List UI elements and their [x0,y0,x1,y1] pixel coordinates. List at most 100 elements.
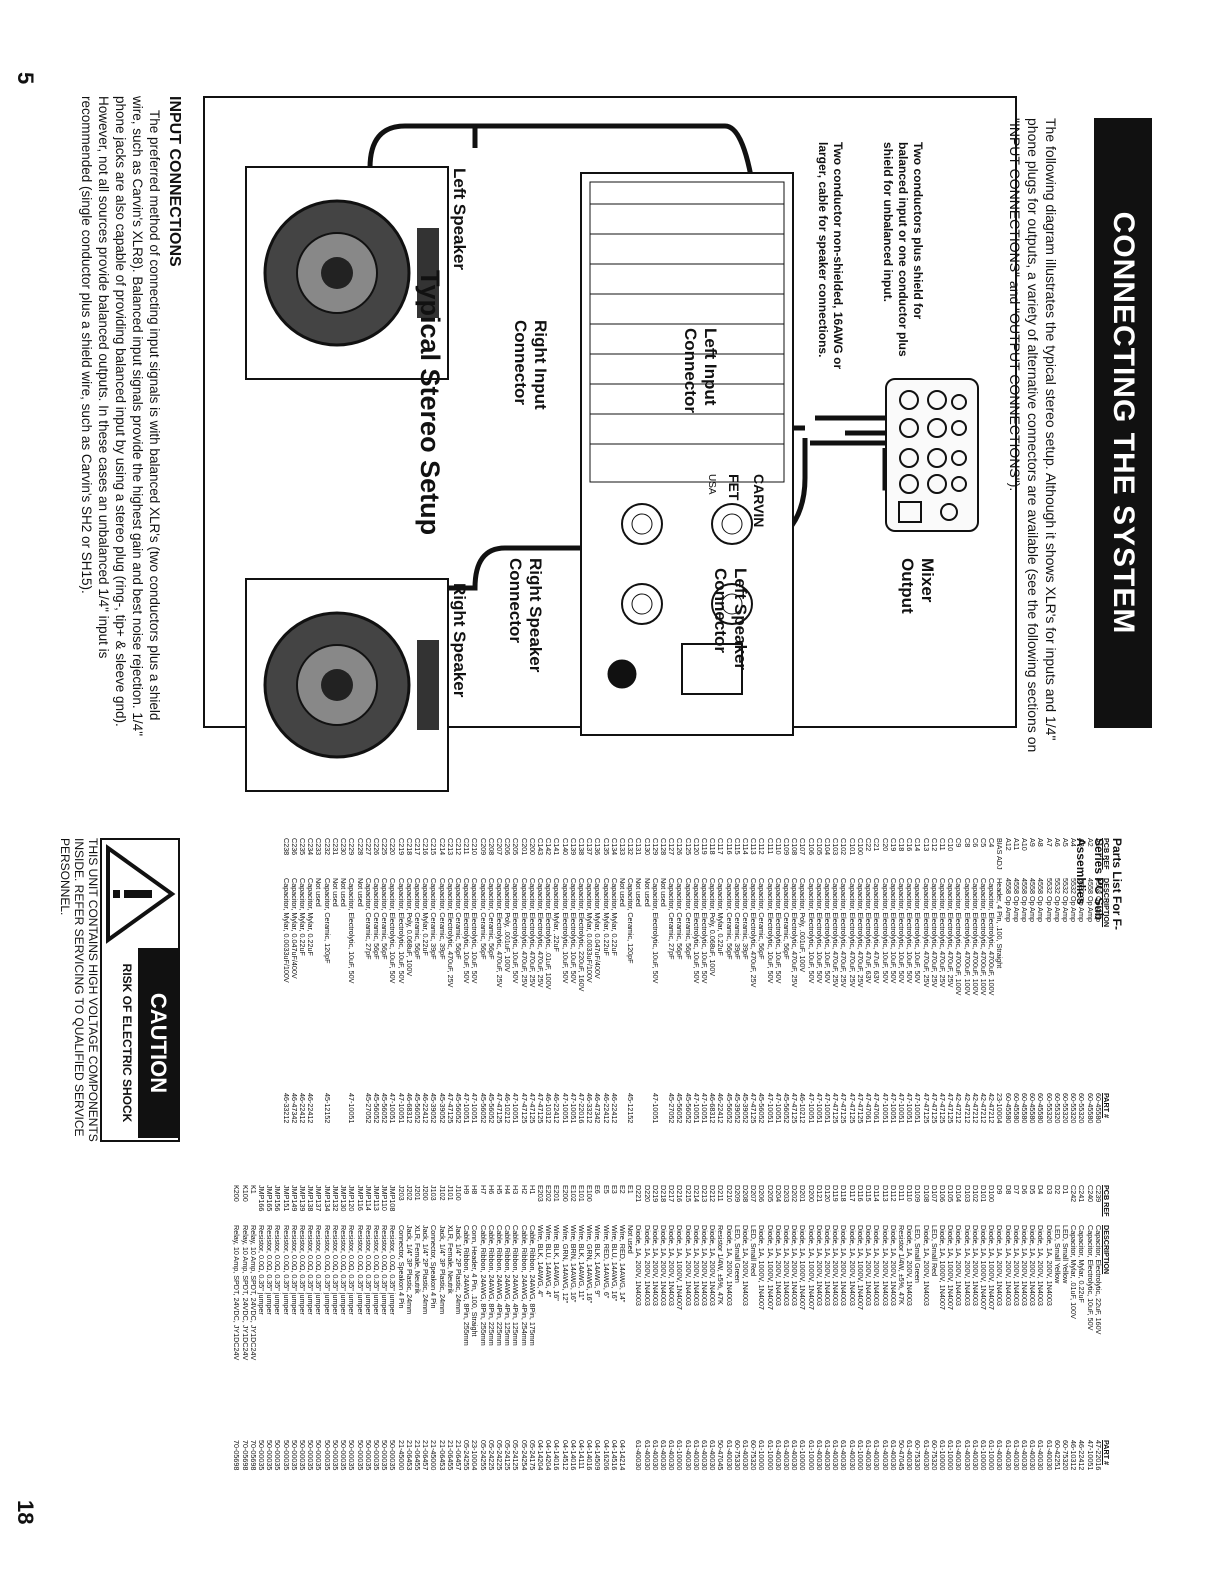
part-number: 50-00035 [306,1440,316,1471]
part-ref: JMP165 [265,1185,275,1212]
part-description: Header, 4 Pin, .100, Straight [995,878,1004,969]
part-number: 45-56052 [478,1093,488,1124]
part-description: Diode, 1A, 200V, 1N4003 [872,1225,881,1306]
diagram-frame: CARVIN FET USA Mixer Output Left Input C… [203,96,1017,792]
part-description: Capacitor, Electrolytic, 10uF, 50V [700,878,709,984]
part-ref: C208 [486,838,496,856]
part-ref: JMP113 [371,1185,381,1211]
part-number: 50-00035 [363,1440,373,1471]
part-ref: D1 [1060,1185,1070,1195]
part-description: Capacitor, Ceramic, 120pF [322,878,331,964]
part-ref: E3 [609,1185,619,1194]
part-number: 21-06453 [437,1440,447,1471]
part-description: Capacitor, Poly, 0.068uF, 100V [404,878,413,977]
part-ref: C126 [675,838,685,856]
note-balanced-input: Two conductors plus shield for balanced … [881,142,925,357]
part-ref: C215 [429,838,439,856]
part-number: 42-47212 [954,1093,964,1124]
part-ref: D120 [823,1185,833,1203]
part-number: 21-45000 [429,1440,439,1471]
part-ref: D211 [716,1185,726,1202]
part-description: Capacitor, Mylar, 0.22uF [421,878,430,956]
part-description: Diode, 1A, 200V, 1N4003 [880,1225,889,1306]
part-number: 61-40030 [864,1440,874,1471]
part-ref: E101 [577,1185,586,1202]
part-ref: JMP108 [388,1185,398,1212]
part-ref: A6 [1052,838,1062,847]
part-number: 47-47125 [855,1093,865,1124]
part-number: 47-47061 [872,1093,882,1124]
part-number: 61-40030 [659,1440,669,1471]
part-description: Capacitor, Mylar, 0.22uF [716,878,725,956]
part-description: Capacitor, Mylar, 0.047uF/400V [593,878,602,979]
part-number: 46-22412 [552,1093,562,1124]
part-ref: C105 [814,838,824,856]
part-description: Relay, 10 Amp, SPDT, 24VDC, JY1DC24V [240,1225,249,1361]
part-ref: C101 [847,838,857,856]
part-number: 45-56052 [724,1093,734,1124]
part-ref: D112 [888,1185,898,1202]
part-ref: C5 [978,838,988,848]
part-number: 50-00035 [257,1440,267,1471]
part-description: Resistor, 0.0Ω, 0.35" jumper [380,1225,389,1315]
part-description: Wire, RED, 14AWG, 14" [618,1225,627,1303]
part-ref: E202 [544,1185,554,1202]
part-number: 47-10051 [913,1093,923,1124]
part-ref: C10 [946,838,956,852]
part-ref: D214 [691,1185,701,1203]
part-description: Diode, 1A, 200V, 1N4003 [659,1225,668,1306]
part-ref: H8 [470,1185,480,1195]
part-number: 47-10051 [905,1093,915,1124]
part-description: Capacitor, Ceramic, 56pF [675,878,684,960]
part-ref: H4 [503,1185,513,1195]
part-ref: D204 [773,1185,783,1203]
part-number: 60-45580 [1036,1093,1046,1124]
part-ref: C209 [478,838,488,856]
part-ref: C103 [831,838,841,856]
part-number: 61-10000 [937,1440,947,1471]
part-ref: C9 [954,838,964,848]
part-description: Capacitor, Electrolytic, 4700uF, 100V [962,878,971,996]
part-ref: C214 [437,838,447,856]
part-description: 4558 Op Amp [1019,878,1028,922]
part-ref: C12 [929,838,939,852]
part-number: 50-47045 [896,1440,906,1471]
part-ref: C116 [724,838,734,855]
part-number: 61-40030 [823,1440,833,1471]
part-ref: J103 [429,1185,439,1201]
part-ref: C114 [741,838,751,855]
part-number [626,1440,634,1482]
part-ref: C211 [462,838,472,855]
amplifier-panel-art [589,181,785,695]
part-number: 50-47045 [716,1440,726,1471]
part-description: Cable, Ribbon, 24AWG, 8Pin, 255mm [462,1225,471,1346]
part-ref: C212 [453,838,463,856]
part-ref: C14 [913,838,923,852]
part-number: 46-22412 [298,1093,308,1124]
part-description: Capacitor, Mylar, .01uF, 100V [1069,1225,1078,1319]
part-ref: C142 [544,838,554,856]
part-number: 46-68312 [404,1093,414,1124]
part-description: Capacitor, Electrolytic, 10uF, 50V [691,878,700,984]
part-number: 50-00035 [355,1440,365,1471]
part-ref: E201 [552,1185,562,1202]
part-ref: C112 [757,838,767,855]
